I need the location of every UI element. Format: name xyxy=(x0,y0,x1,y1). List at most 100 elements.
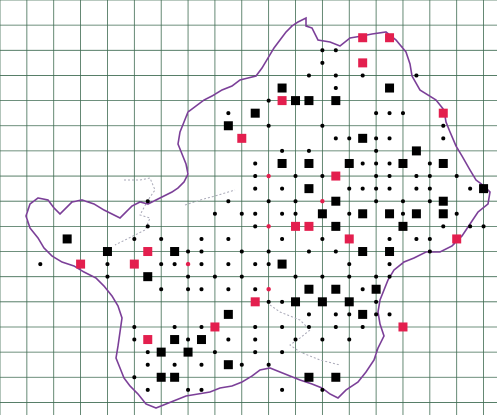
record-dot-black xyxy=(253,262,258,267)
record-dot-black xyxy=(159,236,164,241)
record-dot-black xyxy=(145,387,150,392)
record-dot-black xyxy=(266,123,271,128)
record-dot-black xyxy=(333,249,338,254)
record-dot-black xyxy=(374,161,379,166)
record-dot-black xyxy=(253,161,258,166)
record-dot-black xyxy=(186,274,191,279)
record-dot-black xyxy=(253,211,258,216)
record-dot-black xyxy=(145,224,150,229)
record-dot-black xyxy=(239,274,244,279)
record-dot-black xyxy=(226,111,231,116)
record-square-black xyxy=(291,96,301,106)
record-square-black xyxy=(411,146,421,156)
record-dot-black xyxy=(293,199,298,204)
record-dot-black xyxy=(212,211,217,216)
record-square-red xyxy=(277,96,287,106)
record-markers xyxy=(38,33,489,392)
record-dot-black xyxy=(468,224,473,229)
record-dot-black xyxy=(387,274,392,279)
record-dot-black xyxy=(226,262,231,267)
record-square-red xyxy=(398,322,408,332)
inner-boundary-west xyxy=(114,177,156,246)
record-dot-black xyxy=(199,362,204,367)
record-dot-black xyxy=(374,174,379,179)
record-dot-black xyxy=(374,299,379,304)
record-dot-red xyxy=(185,261,191,267)
record-dot-black xyxy=(172,362,177,367)
record-dot-black xyxy=(186,387,191,392)
record-dot-black xyxy=(320,48,325,53)
record-square-black xyxy=(62,234,72,244)
record-square-black xyxy=(277,259,287,269)
record-dot-black xyxy=(468,186,473,191)
record-dot-black xyxy=(186,249,191,254)
record-dot-black xyxy=(427,161,432,166)
record-dot-black xyxy=(253,287,258,292)
record-dot-black xyxy=(427,249,432,254)
record-square-black xyxy=(438,209,448,219)
inner-boundary-north xyxy=(184,189,236,206)
record-square-black xyxy=(358,247,368,257)
record-dot-black xyxy=(347,262,352,267)
record-square-red xyxy=(143,335,153,345)
record-dot-black xyxy=(333,73,338,78)
record-dot-black xyxy=(159,287,164,292)
record-dot-black xyxy=(374,199,379,204)
record-dot-black xyxy=(145,362,150,367)
record-square-black xyxy=(331,196,341,206)
record-dot-black xyxy=(333,324,338,329)
record-square-black xyxy=(223,360,233,370)
record-square-red xyxy=(250,297,260,307)
record-square-black xyxy=(183,347,193,357)
record-dot-black xyxy=(280,324,285,329)
record-dot-black xyxy=(266,262,271,267)
record-dot-black xyxy=(280,350,285,355)
record-dot-black xyxy=(266,299,271,304)
record-square-red xyxy=(237,133,247,143)
record-square-black xyxy=(358,133,368,143)
record-dot-black xyxy=(320,337,325,342)
record-dot-red xyxy=(266,173,271,179)
record-dot-black xyxy=(441,123,446,128)
record-dot-black xyxy=(172,324,177,329)
record-square-black xyxy=(223,309,233,319)
record-dot-black xyxy=(347,337,352,342)
record-square-black xyxy=(156,372,166,382)
inner-boundary-east xyxy=(269,304,341,366)
record-square-black xyxy=(304,96,314,106)
record-square-black xyxy=(344,158,354,168)
record-square-black xyxy=(385,83,395,93)
record-dot-black xyxy=(320,274,325,279)
record-square-black xyxy=(331,372,341,382)
record-dot-black xyxy=(427,174,432,179)
record-dot-black xyxy=(306,249,311,254)
record-square-red xyxy=(304,221,314,231)
record-dot-black xyxy=(374,148,379,153)
record-dot-black xyxy=(212,350,217,355)
record-dot-black xyxy=(306,312,311,317)
record-dot-black xyxy=(414,174,419,179)
record-dot-black xyxy=(320,123,325,128)
record-square-red xyxy=(129,259,139,269)
record-square-red xyxy=(358,58,368,68)
record-square-black xyxy=(398,158,408,168)
record-dot-black xyxy=(293,211,298,216)
record-dot-black xyxy=(226,199,231,204)
record-dot-black xyxy=(360,161,365,166)
record-square-red xyxy=(210,322,220,332)
record-dot-black xyxy=(374,186,379,191)
record-dot-black xyxy=(374,111,379,116)
record-square-black xyxy=(277,83,287,93)
record-dot-black xyxy=(253,224,258,229)
record-square-black xyxy=(344,297,354,307)
record-dot-black xyxy=(454,211,459,216)
record-dot-black xyxy=(360,324,365,329)
record-dot-black xyxy=(280,387,285,392)
record-dot-black xyxy=(199,287,204,292)
record-dot-black xyxy=(253,350,258,355)
record-dot-black xyxy=(159,262,164,267)
record-dot-black xyxy=(253,174,258,179)
record-square-black xyxy=(196,335,206,345)
